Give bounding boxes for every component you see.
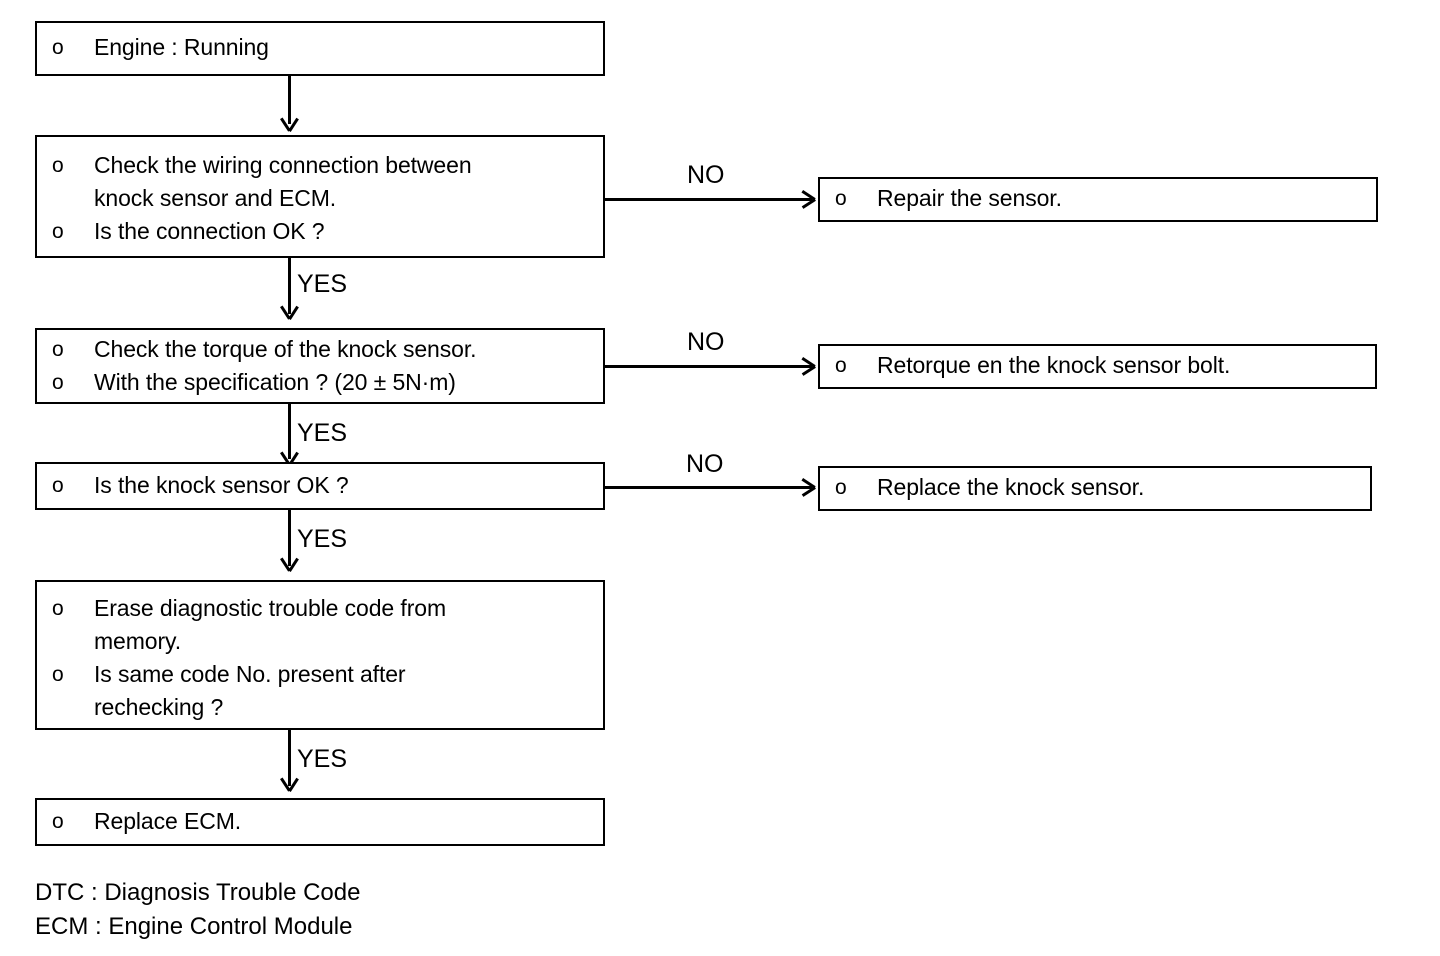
node-text: Is same code No. present after	[94, 661, 406, 687]
bullet-marker: o	[52, 36, 64, 59]
edge-label-yes: YES	[297, 745, 348, 773]
connector-check-wiring-to-check-torque	[288, 258, 291, 314]
node-engine-running: o Engine : Running	[35, 21, 605, 76]
node-check-torque-of-knock-sensor: o Check the torque of the knock sensor. …	[35, 328, 605, 404]
node-text: Check the torque of the knock sensor.	[94, 336, 477, 362]
node-line: memory.	[52, 625, 603, 658]
bullet-marker: o	[52, 663, 64, 686]
node-line: o Is the knock sensor OK ?	[52, 469, 603, 502]
node-replace-the-knock-sensor: o Replace the knock sensor.	[818, 466, 1372, 511]
edge-label-yes: YES	[297, 525, 348, 553]
node-is-knock-sensor-ok: o Is the knock sensor OK ?	[35, 462, 605, 510]
legend-dtc: DTC : Diagnosis Trouble Code	[35, 879, 361, 906]
node-text: Is the connection OK ?	[94, 218, 325, 244]
arrow-head-down-icon	[280, 556, 298, 572]
connector-check-torque-to-retorque-bolt	[604, 365, 812, 368]
node-text: memory.	[94, 628, 182, 654]
node-line: o Is the connection OK ?	[52, 215, 603, 248]
edge-label-no: NO	[686, 450, 724, 478]
bullet-marker: o	[52, 220, 64, 243]
node-replace-ecm: o Replace ECM.	[35, 798, 605, 846]
bullet-marker: o	[52, 474, 64, 497]
node-line: o Check the wiring connection between	[52, 149, 603, 182]
arrow-head-down-icon	[280, 116, 298, 132]
connector-check-wiring-to-repair-sensor	[604, 198, 812, 201]
node-line: o Is same code No. present after	[52, 658, 603, 691]
legend-ecm: ECM : Engine Control Module	[35, 913, 353, 940]
node-text: Repair the sensor.	[877, 185, 1062, 211]
node-text: Erase diagnostic trouble code from	[94, 595, 447, 621]
node-line: o Replace ECM.	[52, 805, 603, 838]
node-line: knock sensor and ECM.	[52, 182, 603, 215]
node-text: knock sensor and ECM.	[94, 185, 337, 211]
node-retorque-knock-sensor-bolt: o Retorque en the knock sensor bolt.	[818, 344, 1377, 389]
node-line: o Check the torque of the knock sensor.	[52, 333, 603, 366]
connector-erase-code-to-replace-ecm	[288, 730, 291, 786]
bullet-marker: o	[52, 338, 64, 361]
bullet-marker: o	[835, 187, 847, 210]
bullet-marker: o	[52, 810, 64, 833]
bullet-marker: o	[52, 597, 64, 620]
node-text: Engine : Running	[94, 34, 269, 60]
node-line: o Engine : Running	[52, 31, 603, 64]
edge-label-no: NO	[687, 161, 725, 189]
node-text: Replace the knock sensor.	[877, 474, 1145, 500]
connector-start-to-check-wiring	[288, 76, 291, 124]
node-erase-diagnostic-trouble-code: o Erase diagnostic trouble code from mem…	[35, 580, 605, 730]
node-check-wiring-connection: o Check the wiring connection between kn…	[35, 135, 605, 258]
arrow-head-down-icon	[280, 776, 298, 792]
node-line: o With the specification ? (20 ± 5N·m)	[52, 366, 603, 399]
connector-sensor-ok-to-erase-code	[288, 510, 291, 566]
edge-label-yes: YES	[297, 270, 348, 298]
edge-label-no: NO	[687, 328, 725, 356]
node-line: o Replace the knock sensor.	[835, 471, 1370, 504]
node-text: Is the knock sensor OK ?	[94, 472, 349, 498]
node-line: o Retorque en the knock sensor bolt.	[835, 349, 1375, 382]
node-repair-the-sensor: o Repair the sensor.	[818, 177, 1378, 222]
bullet-marker: o	[52, 371, 64, 394]
node-text: Replace ECM.	[94, 808, 242, 834]
edge-label-yes: YES	[297, 419, 348, 447]
arrow-head-right-icon	[800, 478, 816, 496]
node-text: Retorque en the knock sensor bolt.	[877, 352, 1231, 378]
node-text: Check the wiring connection between	[94, 152, 472, 178]
bullet-marker: o	[835, 354, 847, 377]
arrow-head-right-icon	[800, 357, 816, 375]
connector-check-torque-to-sensor-ok	[288, 404, 291, 459]
arrow-head-down-icon	[280, 304, 298, 320]
bullet-marker: o	[52, 154, 64, 177]
arrow-head-right-icon	[800, 190, 816, 208]
node-text: rechecking ?	[94, 694, 224, 720]
connector-sensor-ok-to-replace-sensor	[604, 486, 812, 489]
node-line: o Repair the sensor.	[835, 182, 1376, 215]
node-text: With the specification ? (20 ± 5N·m)	[94, 369, 456, 395]
node-line: o Erase diagnostic trouble code from	[52, 592, 603, 625]
bullet-marker: o	[835, 476, 847, 499]
node-line: rechecking ?	[52, 691, 603, 724]
